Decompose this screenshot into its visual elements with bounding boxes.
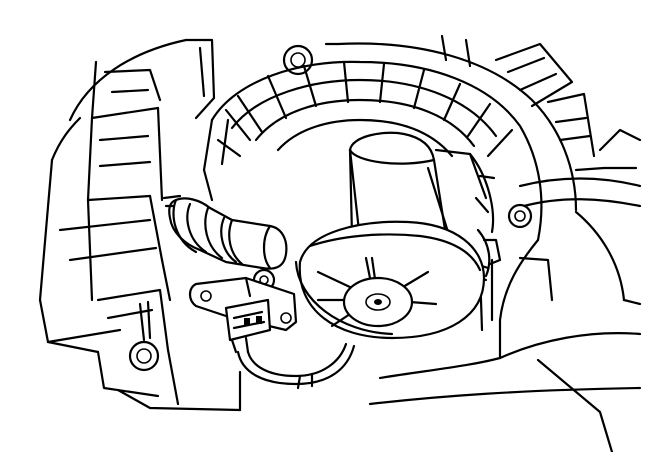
wiring-harness [236, 342, 356, 390]
right-case-section [368, 128, 642, 452]
right-mounting-screw [507, 203, 533, 229]
motor-connector [224, 298, 272, 354]
heater-case [38, 38, 242, 412]
air-inlet-tube [162, 194, 288, 270]
blower-wheel [294, 220, 486, 340]
blower-housing [202, 34, 606, 242]
lower-mounting-screw [128, 300, 160, 372]
blower-motor [348, 131, 502, 282]
